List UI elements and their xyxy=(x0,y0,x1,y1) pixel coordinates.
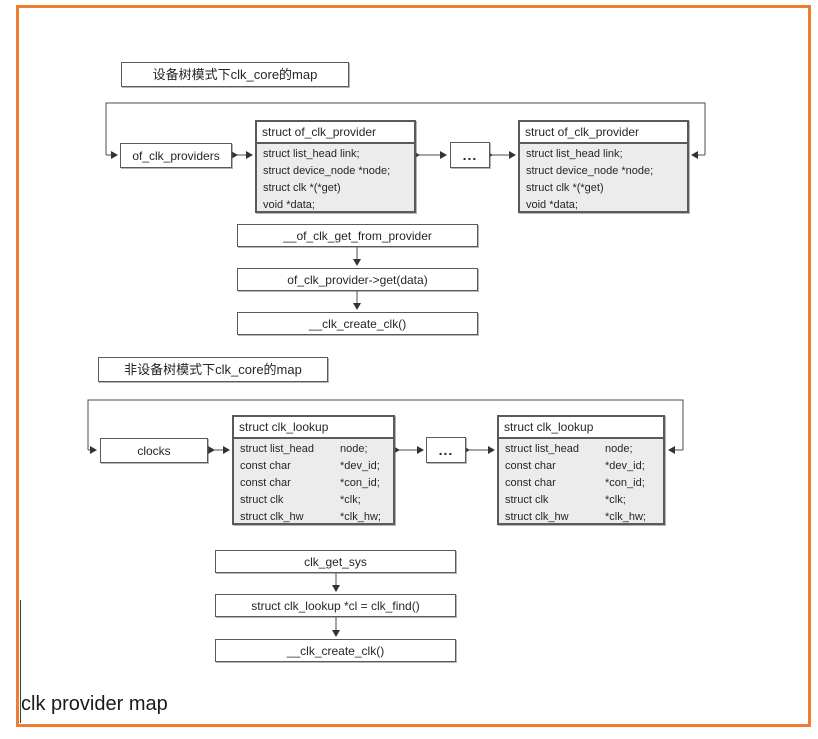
field-name: *dev_id; xyxy=(340,460,380,472)
struct-field: struct clk *(*get) xyxy=(263,182,341,194)
struct-field: void *data; xyxy=(263,199,315,211)
field-type: struct clk xyxy=(505,494,549,506)
container-left-edge-line xyxy=(20,600,21,723)
node-of-clk-providers: of_clk_providers xyxy=(120,143,232,168)
field-name: node; xyxy=(605,443,633,455)
struct-field: struct list_head link; xyxy=(263,148,360,160)
ellipsis-node: ... xyxy=(450,142,490,168)
struct-fields: struct list_head node; const char *dev_i… xyxy=(499,439,663,526)
flow-step-clk-get-sys: clk_get_sys xyxy=(215,550,456,573)
struct-of-clk-provider-2: struct of_clk_provider struct list_head … xyxy=(518,120,689,213)
field-type: const char xyxy=(240,460,291,472)
struct-fields: struct list_head node; const char *dev_i… xyxy=(234,439,393,526)
struct-fields: struct list_head link; struct device_nod… xyxy=(520,144,687,214)
struct-title: struct of_clk_provider xyxy=(520,122,687,144)
field-type: struct clk xyxy=(240,494,284,506)
section-title-devicetree: 设备树模式下clk_core的map xyxy=(121,62,349,87)
struct-title: struct clk_lookup xyxy=(499,417,663,439)
flow-step-clk-find: struct clk_lookup *cl = clk_find() xyxy=(215,594,456,617)
ellipsis-node: ... xyxy=(426,437,466,463)
struct-field: struct list_head node; xyxy=(240,441,393,458)
field-type: struct clk_hw xyxy=(505,511,569,523)
struct-field: struct clk *clk; xyxy=(240,492,393,509)
flow-step-clk-create-clk-bottom: __clk_create_clk() xyxy=(215,639,456,662)
struct-field: struct clk_hw *clk_hw; xyxy=(240,509,393,526)
struct-field: const char *dev_id; xyxy=(505,458,663,475)
field-name: *con_id; xyxy=(340,477,380,489)
field-type: const char xyxy=(505,460,556,472)
struct-field: struct device_node *node; xyxy=(263,165,391,177)
struct-field: struct clk *clk; xyxy=(505,492,663,509)
field-name: *clk; xyxy=(605,494,626,506)
struct-field: struct clk_hw *clk_hw; xyxy=(505,509,663,526)
struct-title: struct of_clk_provider xyxy=(257,122,414,144)
struct-field: struct device_node *node; xyxy=(526,165,654,177)
field-type: struct list_head xyxy=(505,443,579,455)
struct-clk-lookup-2: struct clk_lookup struct list_head node;… xyxy=(497,415,665,525)
struct-of-clk-provider-1: struct of_clk_provider struct list_head … xyxy=(255,120,416,213)
diagram-frame-border xyxy=(16,5,811,727)
flow-step-clk-create-clk-top: __clk_create_clk() xyxy=(237,312,478,335)
field-name: *clk_hw; xyxy=(340,511,381,523)
field-name: *dev_id; xyxy=(605,460,645,472)
flow-step-provider-get-data: of_clk_provider->get(data) xyxy=(237,268,478,291)
struct-field: const char *dev_id; xyxy=(240,458,393,475)
field-type: struct clk_hw xyxy=(240,511,304,523)
diagram-footer-label: clk provider map xyxy=(21,693,168,715)
struct-title: struct clk_lookup xyxy=(234,417,393,439)
node-clocks: clocks xyxy=(100,438,208,463)
field-type: const char xyxy=(240,477,291,489)
field-name: *clk; xyxy=(340,494,361,506)
field-name: *con_id; xyxy=(605,477,645,489)
field-name: *clk_hw; xyxy=(605,511,646,523)
flow-step-of-clk-get-from-provider: __of_clk_get_from_provider xyxy=(237,224,478,247)
struct-field: struct list_head link; xyxy=(526,148,623,160)
struct-field: const char *con_id; xyxy=(505,475,663,492)
struct-field: struct list_head node; xyxy=(505,441,663,458)
struct-field: struct clk *(*get) xyxy=(526,182,604,194)
struct-field: const char *con_id; xyxy=(240,475,393,492)
struct-fields: struct list_head link; struct device_nod… xyxy=(257,144,414,214)
struct-clk-lookup-1: struct clk_lookup struct list_head node;… xyxy=(232,415,395,525)
section-title-non-devicetree: 非设备树模式下clk_core的map xyxy=(98,357,328,382)
struct-field: void *data; xyxy=(526,199,578,211)
field-type: struct list_head xyxy=(240,443,314,455)
field-type: const char xyxy=(505,477,556,489)
field-name: node; xyxy=(340,443,368,455)
